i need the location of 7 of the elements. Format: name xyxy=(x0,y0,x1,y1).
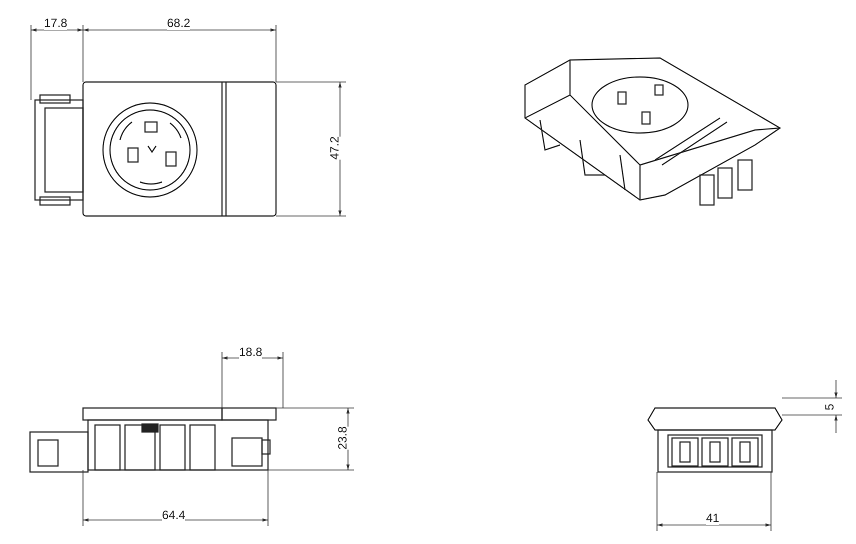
dimension-label: 18.8 xyxy=(239,345,262,359)
dimension-label: 23.8 xyxy=(335,426,350,450)
dimension-label: 64.4 xyxy=(162,508,186,522)
dimension-label: 47.2 xyxy=(327,136,342,160)
dimension-label: 17.8 xyxy=(44,16,68,30)
dimension-label: 68.2 xyxy=(167,16,190,30)
dimension-label: 41 xyxy=(706,511,720,525)
